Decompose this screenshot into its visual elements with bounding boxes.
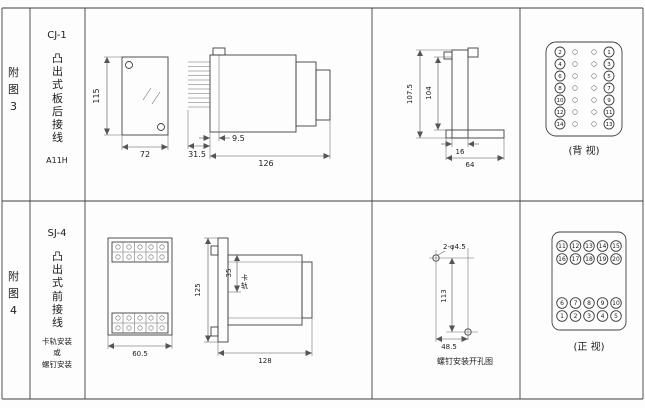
pin-number: 7 (607, 86, 611, 92)
hole-horizontal-dim: 48.5 (441, 343, 457, 351)
front-view-caption: (正 视) (573, 342, 605, 353)
pin-number: 17 (572, 256, 580, 263)
row2-description: 凸出式前接线 (52, 250, 63, 329)
pin-number: 12 (572, 243, 580, 250)
pin-number: 16 (558, 256, 566, 263)
pin-number: 8 (558, 86, 562, 92)
hole-drawing-caption: 螺钉安装开孔图 (437, 357, 493, 366)
pin-number: 5 (607, 74, 611, 80)
pin-number: 2 (558, 50, 562, 56)
pin-number: 10 (557, 98, 564, 104)
cj1-profile-drawing: 107.5 104 16 64 (406, 47, 505, 169)
hole-spec-label: 2-φ4.5 (443, 243, 466, 251)
pin-number: 5 (614, 313, 618, 320)
sj4-front-view-terminal-diagram: 11 12 13 14 15 16 17 18 19 20 6 7 8 9 10… (551, 231, 627, 331)
cj1-side-view-drawing: 9.5 31.5 126 (187, 47, 331, 168)
pin-number: 7 (574, 300, 578, 307)
sj4-front-view-drawing: 60.5 (107, 237, 173, 358)
sj4-mounting-hole-drawing: 2-φ4.5 113 48.5 (429, 243, 478, 351)
row2-figure-label: 附图4 (8, 270, 19, 318)
row1-code-label: A11H (46, 156, 68, 165)
row1-model-label: CJ-1 (47, 30, 67, 41)
pin-number: 11 (606, 110, 613, 116)
pin-number: 14 (557, 122, 564, 128)
table-grid (1, 7, 644, 400)
case-depth-dim: 126 (258, 159, 273, 168)
profile-inner-height-dim: 104 (425, 86, 433, 100)
side-depth-dim: 128 (258, 357, 271, 365)
pin-number: 19 (599, 256, 607, 263)
pin-number: 14 (599, 243, 607, 250)
pin-number: 20 (612, 256, 620, 263)
hole-vertical-dim: 113 (440, 289, 448, 302)
pin-number: 4 (558, 62, 562, 68)
mount-note: 卡轨安装 或 螺钉安装 (42, 337, 72, 369)
pin-number: 9 (601, 300, 605, 307)
panel-offset-dim: 9.5 (232, 134, 245, 143)
pin-number: 1 (607, 50, 611, 56)
pin-number: 18 (585, 256, 593, 263)
pin-length-dim: 31.5 (188, 150, 206, 159)
panel-screw-hole (125, 61, 133, 69)
pin-number: 6 (558, 74, 562, 80)
sj4-side-view-drawing: 125 35 128 (194, 237, 313, 365)
side-height-dim: 125 (194, 283, 202, 296)
row1-description: 凸出式板后接线 (52, 52, 63, 145)
pin-number: 2 (574, 313, 578, 320)
back-view-caption: (背 视) (568, 146, 600, 157)
pin-number: 12 (557, 110, 564, 116)
pin-number: 9 (607, 98, 611, 104)
cj1-rear-panel-drawing: 115 72 (92, 56, 169, 159)
pin-number: 3 (587, 313, 591, 320)
pin-number: 4 (601, 313, 605, 320)
profile-outer-height-dim: 107.5 (406, 84, 414, 104)
panel-screw-hole (157, 123, 165, 131)
profile-inner-width-dim: 16 (456, 148, 465, 156)
pin-number: 11 (558, 243, 566, 250)
pin-number: 6 (560, 300, 564, 307)
cj1-back-view-terminal-diagram: 2 1 4 3 6 5 8 7 10 9 12 11 14 13 (545, 41, 623, 137)
rail-label: 卡轨 (241, 274, 248, 291)
rail-offset-dim: 35 (225, 269, 233, 278)
pin-number: 15 (612, 243, 620, 250)
row1-figure-label: 附图3 (8, 66, 19, 114)
pin-number: 1 (560, 313, 564, 320)
pin-number: 13 (606, 122, 613, 128)
pin-number: 10 (612, 300, 620, 307)
pin-number: 8 (587, 300, 591, 307)
panel-height-dim: 115 (92, 88, 101, 103)
profile-outer-width-dim: 64 (466, 161, 475, 169)
pin-number: 3 (607, 62, 611, 68)
pin-number: 13 (585, 243, 593, 250)
panel-width-dim: 72 (140, 150, 150, 159)
row2-model-label: SJ-4 (47, 228, 67, 239)
front-width-dim: 60.5 (132, 350, 148, 358)
